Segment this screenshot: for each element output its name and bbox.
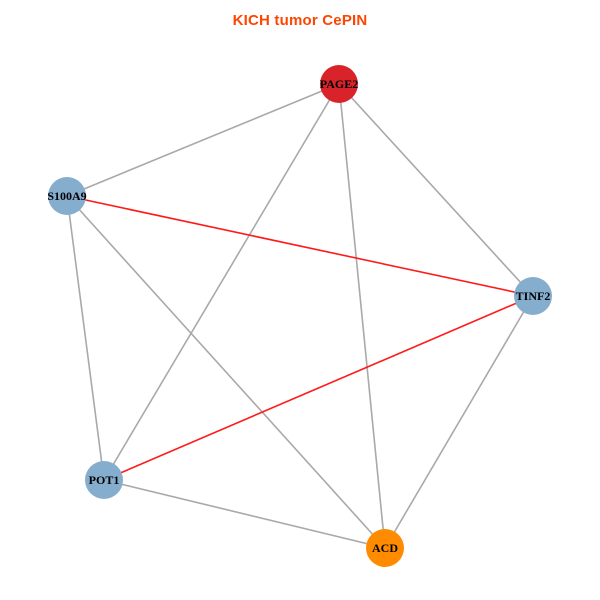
node-POT1: POT1 <box>85 461 123 499</box>
node-label-PAGE2: PAGE2 <box>320 77 358 91</box>
node-ACD: ACD <box>366 529 404 567</box>
node-circle-S100A9 <box>48 177 86 215</box>
edge-POT1-ACD <box>103 479 386 549</box>
node-S100A9: S100A9 <box>47 177 87 215</box>
edge-PAGE2-POT1 <box>103 83 340 481</box>
edge-PAGE2-TINF2 <box>338 83 534 297</box>
node-label-ACD: ACD <box>372 541 398 555</box>
node-label-POT1: POT1 <box>89 473 120 487</box>
node-label-S100A9: S100A9 <box>47 189 86 203</box>
node-circle-TINF2 <box>514 277 552 315</box>
node-circle-ACD <box>366 529 404 567</box>
node-label-TINF2: TINF2 <box>516 289 551 303</box>
edge-S100A9-TINF2 <box>66 195 534 297</box>
edge-S100A9-ACD <box>66 195 386 549</box>
edge-PAGE2-S100A9 <box>66 83 340 197</box>
edge-POT1-TINF2 <box>103 295 534 481</box>
node-circle-PAGE2 <box>320 65 358 103</box>
edge-S100A9-POT1 <box>66 195 105 481</box>
plot-title: KICH tumor CePIN <box>232 12 368 29</box>
node-PAGE2: PAGE2 <box>320 65 358 103</box>
node-TINF2: TINF2 <box>514 277 552 315</box>
edge-PAGE2-ACD <box>338 83 386 549</box>
edge-TINF2-ACD <box>384 295 534 549</box>
node-circle-POT1 <box>85 461 123 499</box>
